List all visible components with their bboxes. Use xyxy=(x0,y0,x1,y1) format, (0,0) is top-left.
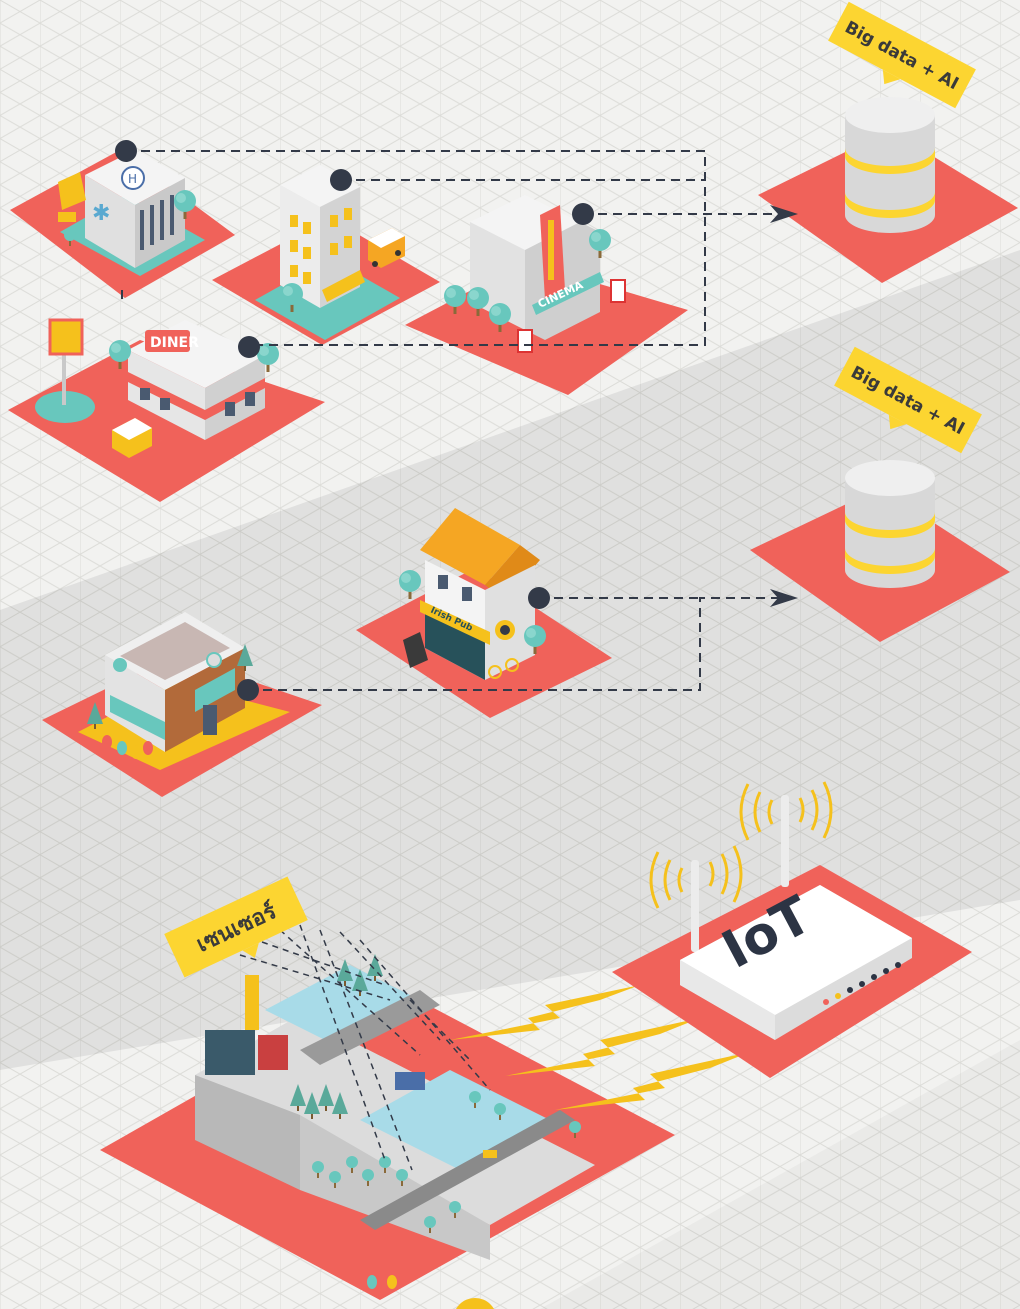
lightning-bolt-2 xyxy=(505,1018,700,1076)
cinema-building-icon: CINEMA xyxy=(470,195,604,340)
wifi-waves xyxy=(649,781,833,909)
diner-building-icon: DINER xyxy=(128,320,265,440)
mid-connectors xyxy=(248,597,780,691)
cafe-building-icon xyxy=(105,612,245,752)
apartment-block xyxy=(212,165,440,345)
van xyxy=(368,228,405,268)
node-diner xyxy=(238,336,260,358)
diner-block: DINER xyxy=(8,318,325,502)
svg-text:H: H xyxy=(128,172,137,186)
hospital-block: H ✱ xyxy=(10,150,235,298)
partial-circle xyxy=(455,1298,495,1309)
node-pub xyxy=(528,587,550,609)
top-connectors xyxy=(121,150,780,346)
dam-block xyxy=(100,954,675,1300)
node-cinema xyxy=(572,203,594,225)
database-icon xyxy=(845,460,935,588)
lightning-bolts xyxy=(450,985,750,1110)
sensor-lines xyxy=(239,924,491,1171)
node-hospital xyxy=(115,140,137,162)
hospital-building-icon: H ✱ xyxy=(85,150,185,268)
arrow-top xyxy=(770,205,798,223)
pub-block: Irish Pub xyxy=(356,508,612,718)
cinema-block: CINEMA xyxy=(405,195,688,395)
lightning-bolt-3 xyxy=(555,1052,750,1110)
node-cafe xyxy=(237,679,259,701)
database-icon xyxy=(845,97,935,233)
node-apartment xyxy=(330,169,352,191)
dam-scene-icon xyxy=(195,965,595,1260)
arrow-mid xyxy=(770,589,798,607)
wifi-router-icon: IoT xyxy=(680,795,912,1040)
lightning-bolt-1 xyxy=(450,985,640,1040)
iot-block: IoT xyxy=(612,781,972,1078)
van-yellow xyxy=(112,418,152,458)
apartment-building-icon xyxy=(280,165,365,308)
diner-sign: DINER xyxy=(150,335,199,351)
pub-building-icon: Irish Pub xyxy=(420,508,540,680)
svg-text:✱: ✱ xyxy=(92,201,110,226)
